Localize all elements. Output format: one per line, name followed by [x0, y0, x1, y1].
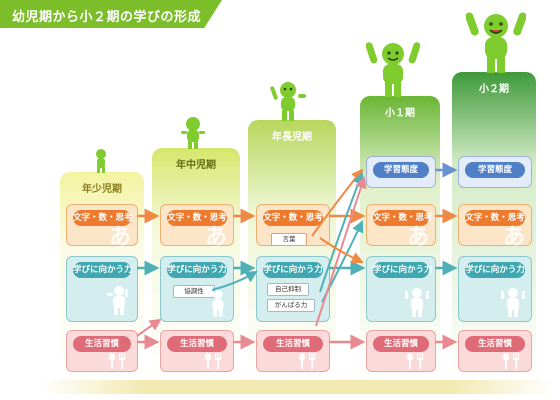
spoon-fork-icon	[205, 353, 222, 369]
habits-box: 生活習慣	[458, 330, 532, 372]
literacy-box: 文字・数・思考 あ	[66, 204, 138, 250]
child-silhouette-icon	[107, 286, 128, 315]
column-label: 年中児期	[176, 160, 216, 171]
motivation-box: 学びに向かう力	[66, 256, 138, 322]
child-silhouette-icon	[405, 288, 429, 317]
motivation-box: 学びに向かう力 協調性	[160, 256, 234, 322]
letter-a-icon: あ	[407, 224, 430, 250]
arrow-habits-to-motivation	[136, 318, 162, 337]
child-silhouette-icon	[501, 288, 525, 317]
spoon-fork-icon	[503, 353, 520, 369]
column-label: 年少児期	[82, 184, 122, 195]
floor-shadow	[40, 380, 555, 394]
motivation-box: 学びに向かう力	[366, 256, 436, 322]
arrow-literacy-to-motivation	[319, 237, 364, 264]
letter-a-icon: あ	[503, 224, 526, 250]
motivation-label: 学びに向かう力	[465, 262, 525, 278]
literacy-label: 文字・数・思考	[373, 210, 433, 226]
mascot-small-icon	[96, 149, 106, 173]
attitude-label: 学習態度	[465, 162, 525, 178]
letter-a-icon: あ	[205, 224, 228, 250]
habits-label: 生活習慣	[263, 336, 323, 352]
motivation-label: 学びに向かう力	[373, 262, 433, 278]
column-label: 小２期	[479, 84, 509, 95]
mascot-xxlarge-icon	[466, 12, 526, 73]
attitude-box: 学習態度	[366, 156, 436, 188]
habits-box: 生活習慣	[160, 330, 234, 372]
motivation-box: 学びに向かう力	[458, 256, 532, 322]
habits-box: 生活習慣	[366, 330, 436, 372]
spoon-fork-icon	[299, 353, 316, 369]
attitude-label: 学習態度	[373, 162, 429, 178]
literacy-label: 文字・数・思考	[465, 210, 525, 226]
mascot-xlarge-icon	[366, 42, 420, 97]
motivation-label: 学びに向かう力	[263, 262, 323, 278]
mascot-medium-icon	[181, 117, 205, 149]
literacy-box: 文字・数・思考 あ	[366, 204, 436, 250]
habits-box: 生活習慣	[256, 330, 330, 372]
literacy-label: 文字・数・思考	[73, 210, 133, 226]
column-label: 小１期	[385, 108, 415, 119]
habits-label: 生活習慣	[167, 336, 227, 352]
perseverance-tag: がんばる力	[267, 299, 315, 312]
column-label: 年長児期	[272, 132, 312, 143]
page-title: 幼児期から小２期の学びの形成	[12, 10, 202, 25]
habits-label: 生活習慣	[465, 336, 525, 352]
habits-label: 生活習慣	[73, 336, 131, 352]
literacy-box: 文字・数・思考 あ	[160, 204, 234, 250]
attitude-box: 学習態度	[458, 156, 532, 188]
habits-box: 生活習慣	[66, 330, 138, 372]
spoon-fork-icon	[109, 353, 126, 369]
letter-a-icon: あ	[109, 224, 132, 250]
self-control-tag: 自己抑制	[267, 283, 309, 296]
spoon-fork-icon	[407, 353, 424, 369]
child-silhouette-icon	[212, 290, 224, 317]
literacy-box: 文字・数・思考 あ	[458, 204, 532, 250]
cooperation-tag: 協調性	[173, 285, 215, 298]
motivation-label: 学びに向かう力	[73, 262, 133, 278]
literacy-box: 文字・数・思考 言葉	[256, 204, 330, 246]
literacy-label: 文字・数・思考	[263, 210, 323, 226]
motivation-label: 学びに向かう力	[167, 262, 227, 278]
title-banner	[0, 0, 222, 28]
mascot-large-icon	[270, 82, 306, 121]
literacy-label: 文字・数・思考	[167, 210, 227, 226]
arrow-habits-to-attitude	[315, 176, 367, 327]
habits-label: 生活習慣	[373, 336, 429, 352]
motivation-box: 学びに向かう力 自己抑制 がんばる力	[256, 256, 330, 322]
arrow-language-to-attitude	[311, 168, 364, 237]
language-tag: 言葉	[271, 233, 307, 246]
arrow-cooperation-to-self-control	[211, 270, 258, 291]
